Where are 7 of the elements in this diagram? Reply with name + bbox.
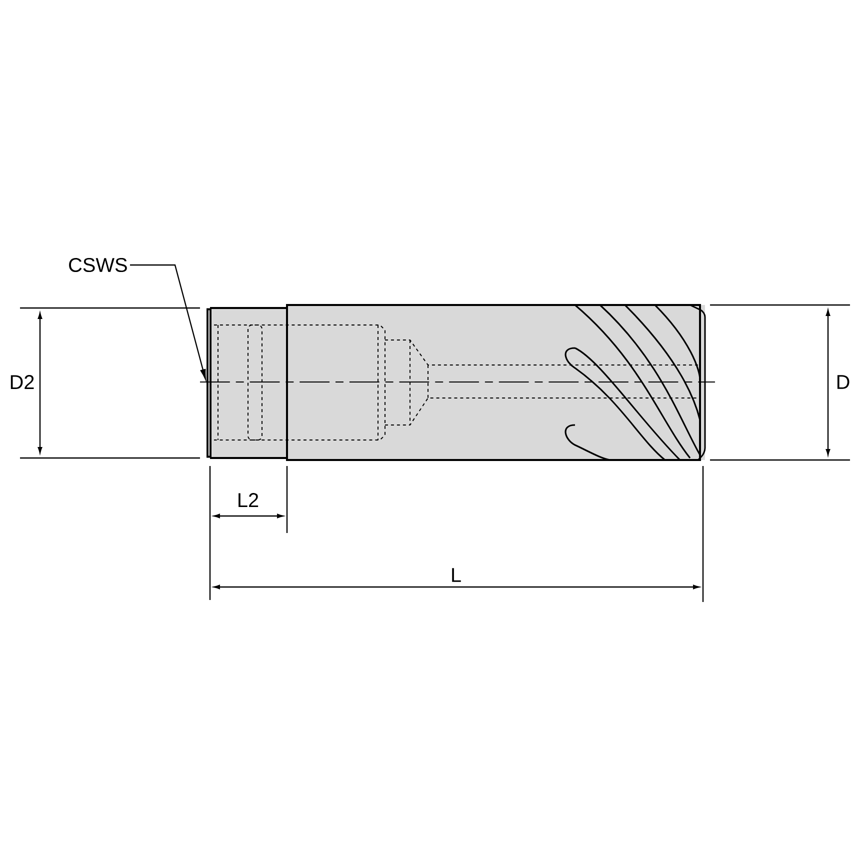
callout-label: CSWS [69, 258, 127, 272]
dimension-label: D [837, 375, 850, 389]
end-face [206, 308, 212, 458]
dimension-label: L2 [238, 493, 258, 507]
leader-line [130, 264, 206, 380]
dimension-label: D2 [10, 375, 34, 389]
dimension-label: L [452, 568, 461, 582]
